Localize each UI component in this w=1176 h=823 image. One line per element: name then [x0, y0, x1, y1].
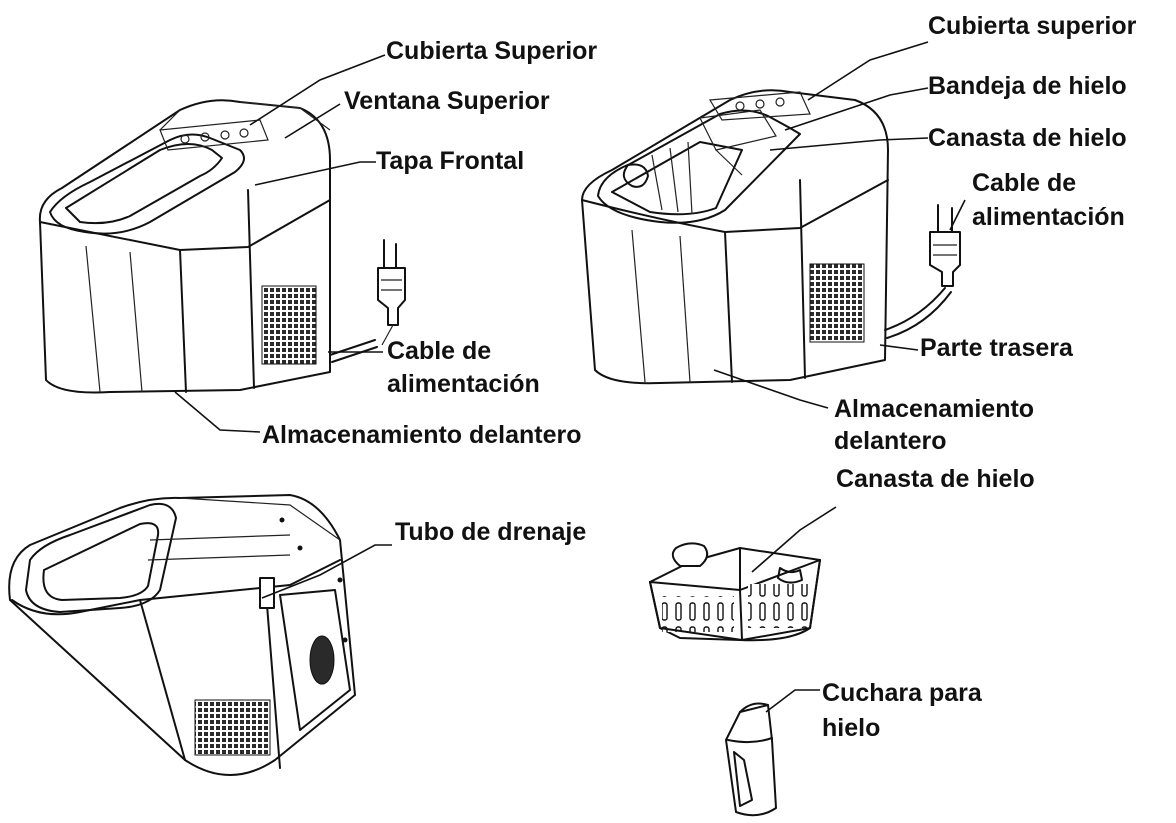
label-fig2-storage-line1: Almacenamiento [834, 395, 1035, 423]
label-fig1-top-window: Ventana Superior [344, 87, 550, 115]
label-fig3-drain-tube: Tubo de drenaje [395, 518, 587, 546]
label-fig2-storage-line2: delantero [834, 427, 947, 455]
label-fig1-front-storage: Almacenamiento delantero [262, 421, 582, 449]
label-fig1-cable-line2: alimentación [387, 370, 540, 398]
label-fig1-cable-line1: Cable de [387, 337, 492, 365]
label-fig5-scoop-line2: hielo [822, 714, 881, 742]
ice-maker-drain-view [8, 494, 356, 776]
ice-maker-open-view [581, 89, 961, 385]
label-fig1-front-lid: Tapa Frontal [376, 147, 525, 175]
label-fig2-ice-tray: Bandeja de hielo [928, 72, 1127, 100]
ice-basket [649, 542, 821, 642]
label-fig4-ice-basket: Canasta de hielo [836, 465, 1035, 493]
label-fig1-top-cover: Cubierta Superior [386, 37, 598, 65]
label-fig2-rear: Parte trasera [920, 334, 1073, 362]
label-fig2-top-cover: Cubierta superior [928, 12, 1137, 40]
label-fig2-ice-basket: Canasta de hielo [928, 124, 1127, 152]
ice-maker-front-view [38, 99, 406, 394]
label-fig2-cable-line2: alimentación [972, 203, 1125, 231]
label-fig2-cable-line1: Cable de [972, 169, 1077, 197]
ice-scoop [725, 702, 777, 817]
label-fig5-scoop-line1: Cuchara para [822, 679, 982, 707]
